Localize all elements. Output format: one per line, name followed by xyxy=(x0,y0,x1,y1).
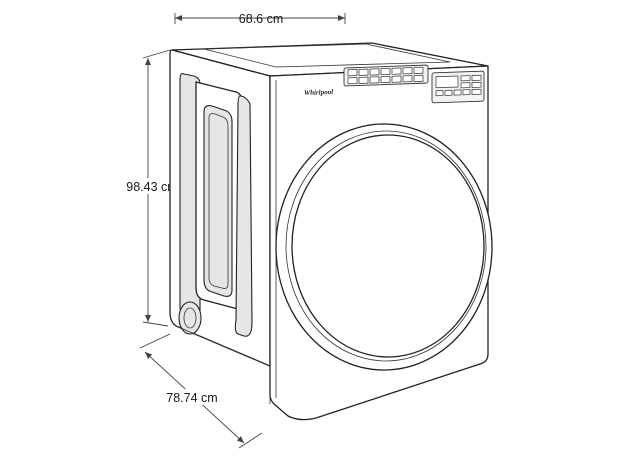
control-display xyxy=(431,70,485,104)
front-door-ring xyxy=(285,130,487,362)
control-buttons xyxy=(343,64,429,87)
height-dimension: 98.43 cm xyxy=(122,49,180,327)
brand-logo: Whirlpool xyxy=(304,88,333,97)
front-door-window xyxy=(291,134,485,358)
side-lint-port xyxy=(178,301,202,335)
depth-dimension-label: 78.74 cm xyxy=(166,391,217,405)
width-dimension-label: 68.6 cm xyxy=(239,12,283,26)
side-door-window xyxy=(203,105,233,297)
dryer-appliance: Whirlpool xyxy=(169,42,493,421)
height-dimension-label: 98.43 cm xyxy=(126,180,177,194)
depth-dimension: 78.74 cm xyxy=(139,333,263,449)
front-door-outer xyxy=(275,123,493,371)
width-dimension: 68.6 cm xyxy=(174,12,346,26)
side-door-handle xyxy=(234,95,253,337)
